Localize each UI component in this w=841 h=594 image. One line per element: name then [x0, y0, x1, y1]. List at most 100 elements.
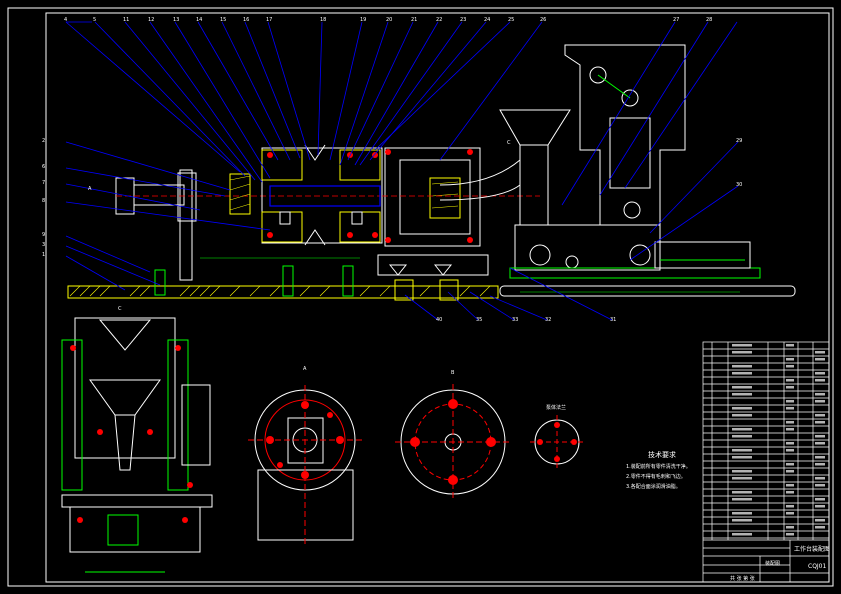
leader-number: 32: [545, 317, 552, 323]
parts-cell-text-mark: [732, 470, 752, 473]
parts-cell-text-mark: [732, 428, 752, 431]
inner-border: [45, 12, 830, 583]
leader-number: 3: [42, 242, 46, 248]
leader-number: 22: [436, 17, 443, 23]
leader-number: 15: [220, 17, 227, 23]
view-label-detail: A: [88, 186, 92, 192]
leader-number: 9: [42, 232, 46, 238]
parts-cell-text-mark: [732, 386, 752, 389]
title-block-sheet: 共 张 第 张: [730, 576, 755, 582]
view-label-motor: C: [507, 140, 511, 146]
parts-cell-text-mark: [732, 372, 752, 375]
parts-cell-text-mark: [786, 463, 794, 466]
leader-number: 11: [123, 17, 130, 23]
leader-number: 18: [320, 17, 327, 23]
parts-cell-text-mark: [732, 477, 752, 480]
notes-title: 技术要求: [648, 451, 676, 459]
title-block-company: 装配图: [765, 561, 781, 567]
parts-cell-text-mark: [732, 491, 752, 494]
view-label-flange-a: A: [303, 366, 307, 372]
parts-cell-text-mark: [815, 442, 825, 445]
parts-cell-text-mark: [815, 372, 825, 375]
parts-cell-text-mark: [786, 470, 794, 473]
parts-cell-text-mark: [815, 421, 825, 424]
parts-cell-text-mark: [732, 351, 752, 354]
parts-cell-text-mark: [815, 477, 825, 480]
parts-list: [702, 341, 830, 583]
parts-cell-text-mark: [732, 365, 752, 368]
title-block-drawing-no: CQJ01: [808, 563, 827, 570]
leader-number: 14: [196, 17, 203, 23]
parts-cell-text-mark: [786, 386, 794, 389]
leader-number: 4: [64, 17, 68, 23]
leader-number: 6: [42, 164, 46, 170]
leader-number: 1: [42, 252, 46, 258]
detail-flange: [530, 415, 584, 469]
parts-cell-text-mark: [732, 533, 752, 536]
parts-cell-text-mark: [786, 407, 794, 410]
leader-number: 24: [484, 17, 491, 23]
leader-number: 20: [386, 17, 393, 23]
leader-number: 17: [266, 17, 273, 23]
leader-number: 30: [736, 182, 743, 188]
leader-number: 31: [610, 317, 617, 323]
parts-cell-text-mark: [732, 393, 752, 396]
leader-number: 5: [93, 17, 97, 23]
notes-list: 1.装配前所有零件清洗干净。 2.零件不得有毛刺和飞边。 3.各配合面涂润滑油脂。: [626, 463, 704, 490]
leader-number: 8: [42, 198, 46, 204]
leader-number: 29: [736, 138, 743, 144]
leader-number: 13: [173, 17, 180, 23]
parts-cell-text-mark: [815, 414, 825, 417]
parts-list-text-marks: [732, 344, 825, 536]
parts-cell-text-mark: [786, 442, 794, 445]
view-label-flange-b: B: [451, 370, 455, 376]
view-a-flange: [248, 385, 362, 545]
parts-cell-text-mark: [732, 435, 752, 438]
parts-cell-text-mark: [732, 519, 752, 522]
view-c-motor: [61, 317, 213, 573]
leader-number: 26: [540, 17, 547, 23]
parts-cell-text-mark: [732, 414, 752, 417]
note-line: 2.零件不得有毛刺和飞边。: [626, 474, 686, 480]
parts-cell-text-mark: [786, 358, 794, 361]
parts-cell-text-mark: [786, 505, 794, 508]
leader-number: 23: [460, 17, 467, 23]
parts-cell-text-mark: [815, 435, 825, 438]
parts-cell-text-mark: [786, 344, 794, 347]
parts-cell-text-mark: [815, 400, 825, 403]
leader-number: 33: [512, 317, 519, 323]
parts-cell-text-mark: [786, 526, 794, 529]
detail-title: 泵体法兰: [546, 405, 567, 411]
parts-cell-text-mark: [815, 358, 825, 361]
note-line: 1.装配前所有零件清洗干净。: [626, 464, 691, 470]
parts-cell-text-mark: [815, 519, 825, 522]
parts-cell-text-mark: [786, 421, 794, 424]
parts-cell-text-mark: [786, 491, 794, 494]
leader-number: 28: [706, 17, 713, 23]
leader-number: 2: [42, 138, 46, 144]
outer-border: [7, 7, 834, 587]
leader-number: 35: [476, 317, 483, 323]
view-b-flange: [395, 384, 511, 500]
view-label-top-left: C: [118, 306, 122, 312]
main-assembly: [67, 44, 796, 301]
parts-cell-text-mark: [815, 526, 825, 529]
leader-number: 7: [42, 180, 46, 186]
leader-lines: [65, 21, 739, 321]
parts-cell-text-mark: [786, 428, 794, 431]
parts-cell-text-mark: [786, 379, 794, 382]
parts-cell-text-mark: [786, 400, 794, 403]
leader-number: 12: [148, 17, 155, 23]
parts-cell-text-mark: [815, 463, 825, 466]
parts-cell-text-mark: [786, 449, 794, 452]
parts-cell-text-mark: [815, 484, 825, 487]
parts-cell-text-mark: [732, 407, 752, 410]
parts-cell-text-mark: [815, 456, 825, 459]
parts-cell-text-mark: [815, 505, 825, 508]
leader-number: 19: [360, 17, 367, 23]
parts-cell-text-mark: [786, 365, 794, 368]
note-line: 3.各配合面涂润滑油脂。: [626, 484, 681, 490]
parts-cell-text-mark: [815, 393, 825, 396]
parts-cell-text-mark: [732, 498, 752, 501]
